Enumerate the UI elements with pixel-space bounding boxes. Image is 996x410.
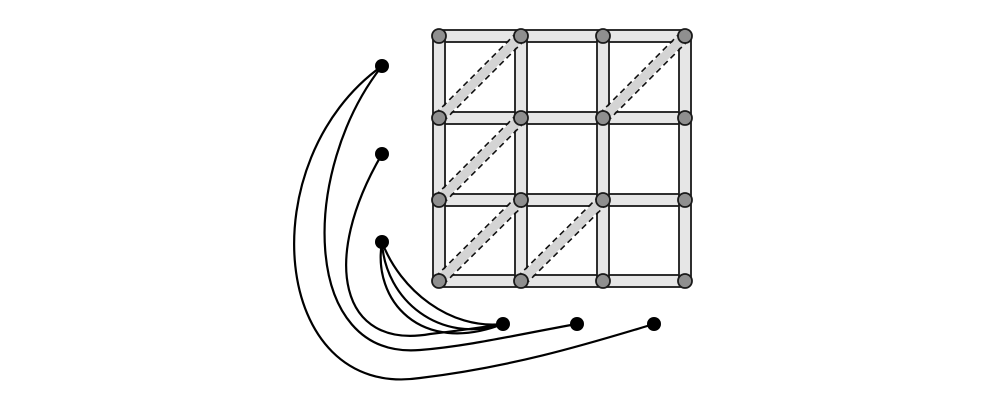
grid-node: [431, 28, 447, 44]
external-node: [496, 317, 510, 331]
external-nodes-layer: [375, 59, 661, 331]
grid-node: [677, 192, 693, 208]
curves-layer: [293, 64, 656, 381]
grid-node: [677, 28, 693, 44]
external-node: [570, 317, 584, 331]
diagonal-edge-band: [434, 31, 526, 123]
grid-node: [513, 28, 529, 44]
grid-edge-horizontal: [602, 274, 686, 288]
external-node: [647, 317, 661, 331]
grid-edge-horizontal: [520, 29, 604, 43]
diagonal-edge-band: [434, 113, 526, 205]
external-node: [375, 147, 389, 161]
diagonal-edge-band: [516, 195, 608, 286]
grid-node: [677, 273, 693, 289]
connector-curve: [323, 64, 579, 352]
grid-node: [595, 273, 611, 289]
grid-edge-vertical: [678, 199, 692, 282]
grid-node: [513, 110, 529, 126]
grid-edge-vertical: [596, 117, 610, 201]
grid-nodes-layer: [431, 28, 693, 289]
grid-node: [431, 273, 447, 289]
grid-node: [431, 110, 447, 126]
connector-curve: [293, 64, 656, 381]
connector-curve: [380, 240, 505, 331]
grid-node: [431, 192, 447, 208]
grid-node: [595, 110, 611, 126]
grid-edge-horizontal: [520, 111, 604, 125]
external-node: [375, 59, 389, 73]
grid-node: [595, 192, 611, 208]
connector-curve: [345, 152, 505, 337]
connector-curve: [379, 240, 505, 335]
grid-edge-horizontal: [602, 193, 686, 207]
diagonal-edge-band: [434, 195, 526, 286]
grid-node: [513, 273, 529, 289]
grid-edge-vertical: [678, 117, 692, 201]
diagonal-edge-band: [598, 31, 690, 123]
external-node: [375, 235, 389, 249]
diagonal-layer: [434, 31, 690, 286]
grid-node: [513, 192, 529, 208]
connector-curve: [380, 240, 505, 326]
grid-node: [595, 28, 611, 44]
grid-node: [677, 110, 693, 126]
